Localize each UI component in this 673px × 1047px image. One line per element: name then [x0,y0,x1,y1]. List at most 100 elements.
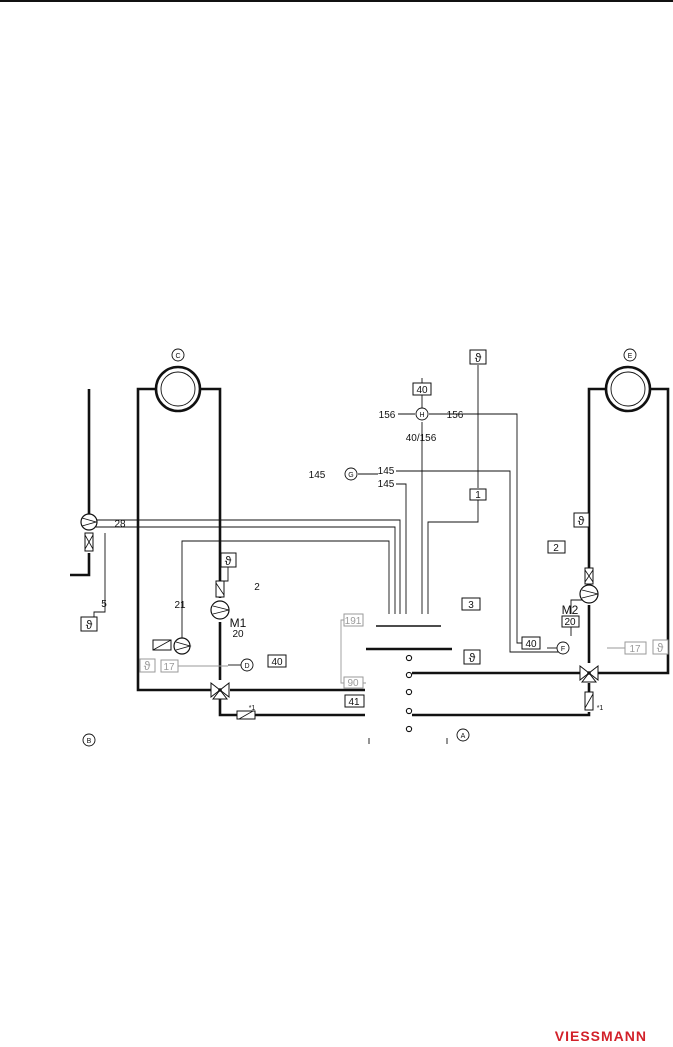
label-note-1-left: *1 [249,705,256,712]
box-20-right [561,615,580,628]
pipe-left-mixer-down [218,697,237,717]
label-3: 3 [468,600,474,611]
box-1 [469,488,487,501]
label-28: 28 [114,519,126,530]
marker-f: F [556,641,570,655]
label-17-right: 17 [629,644,641,655]
check-valve-m1 [215,580,225,598]
pipe-right-circuit-left [587,387,610,583]
box-191 [343,613,364,627]
label-note-1-right: *1 [597,705,604,712]
marker-b: B [82,733,96,747]
box-17-right [624,641,647,655]
heat-consumer-e [604,365,652,413]
svg-text:C: C [175,353,180,360]
label-40-left: 40 [271,657,283,668]
wire-156-right [466,413,522,644]
wire-28-lower [96,526,396,614]
sensor-grey-right: ϑ [652,639,669,655]
pump-m1 [210,600,230,620]
label-41: 41 [348,697,360,708]
theta-icon: ϑ [144,659,151,673]
label-5: 5 [101,599,107,610]
box-41 [344,694,365,708]
box-40-left [267,654,287,668]
check-valve-left-return [236,710,256,720]
label-145-left: 145 [309,470,326,481]
label-191: 191 [345,616,362,627]
sensor-grey-left: ϑ [139,658,156,673]
label-145-lower: 145 [378,479,395,490]
label-40-top: 40 [416,385,428,396]
box-40-right [521,636,541,650]
label-17-left: 17 [163,662,175,673]
wire-1-down [427,500,479,614]
sensor-boiler: ϑ [463,649,481,665]
wire-28-upper [96,519,401,614]
wire-21-22 [181,540,390,640]
marker-d: D [240,658,254,672]
pipe-right-return [412,712,591,717]
pump-m2 [579,584,599,604]
theta-icon: ϑ [469,651,476,665]
label-20-left: 20 [232,629,244,640]
pipe-dhw-lower [70,553,91,577]
box-40-top [412,382,432,396]
label-m2: M2 [562,603,579,617]
pump-21 [173,637,192,655]
sensor-top: ϑ [469,349,487,365]
check-valve-m2 [584,567,594,585]
svg-text:H: H [419,412,424,419]
label-m1: M1 [230,616,247,630]
solenoid-diagonal [152,639,172,651]
label-40-right: 40 [525,639,537,650]
boiler-connections [405,654,413,733]
box-17-left [160,659,179,673]
svg-text:B: B [87,738,92,745]
label-145-upper: 145 [378,466,395,477]
pipe-left-circuit-right [201,387,222,598]
sensor-right-flow: ϑ [573,512,590,528]
sensor-5: ϑ [80,616,98,632]
label-90: 90 [347,678,359,689]
mixing-valve-m2 [579,664,599,683]
wire-M2-pump [570,599,582,614]
svg-text:E: E [628,353,633,360]
label-1: 1 [475,490,481,501]
box-3 [461,597,481,611]
marker-e: E [623,348,637,362]
marker-h: H [415,407,429,421]
box-2-right [547,540,566,554]
check-valve-dhw [84,532,94,552]
svg-text:A: A [461,733,466,740]
box-90 [343,676,364,689]
pipe-right-circuit-right [597,387,670,675]
check-valve-right-return [584,691,594,711]
top-rule [0,0,673,2]
pump-dhw [80,513,98,531]
svg-text:G: G [348,472,353,479]
label-156-left: 156 [379,410,396,421]
label-20-right: 20 [564,617,576,628]
mixing-valve-m1 [210,681,230,700]
label-156-right: 156 [447,410,464,421]
theta-icon: ϑ [657,641,664,655]
sensor-left-flow: ϑ [220,552,237,568]
viessmann-logo: VIESSMANN [554,1028,647,1044]
pipe-left-circuit-left [136,387,220,692]
marker-g: G [344,467,358,481]
marker-a: A [456,728,470,742]
label-2-left: 2 [254,582,260,593]
label-40-156: 40/156 [406,433,437,444]
marker-c: C [171,348,185,362]
heat-consumer-c [154,365,202,413]
wire-145-upper [396,470,560,653]
theta-icon: ϑ [578,514,585,528]
label-21: 21 [174,600,186,611]
theta-icon: ϑ [475,351,482,365]
svg-text:F: F [561,646,565,653]
label-2-right: 2 [553,543,559,554]
wire-191 [340,619,366,684]
theta-icon: ϑ [225,554,232,568]
